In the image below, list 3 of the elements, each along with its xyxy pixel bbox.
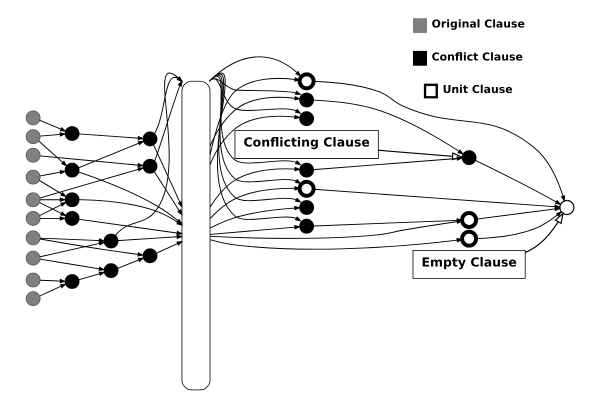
legend-label: Original Clause: [432, 18, 525, 31]
legend-label: Unit Clause: [442, 83, 513, 96]
legend-label: Conflict Clause: [432, 50, 523, 64]
